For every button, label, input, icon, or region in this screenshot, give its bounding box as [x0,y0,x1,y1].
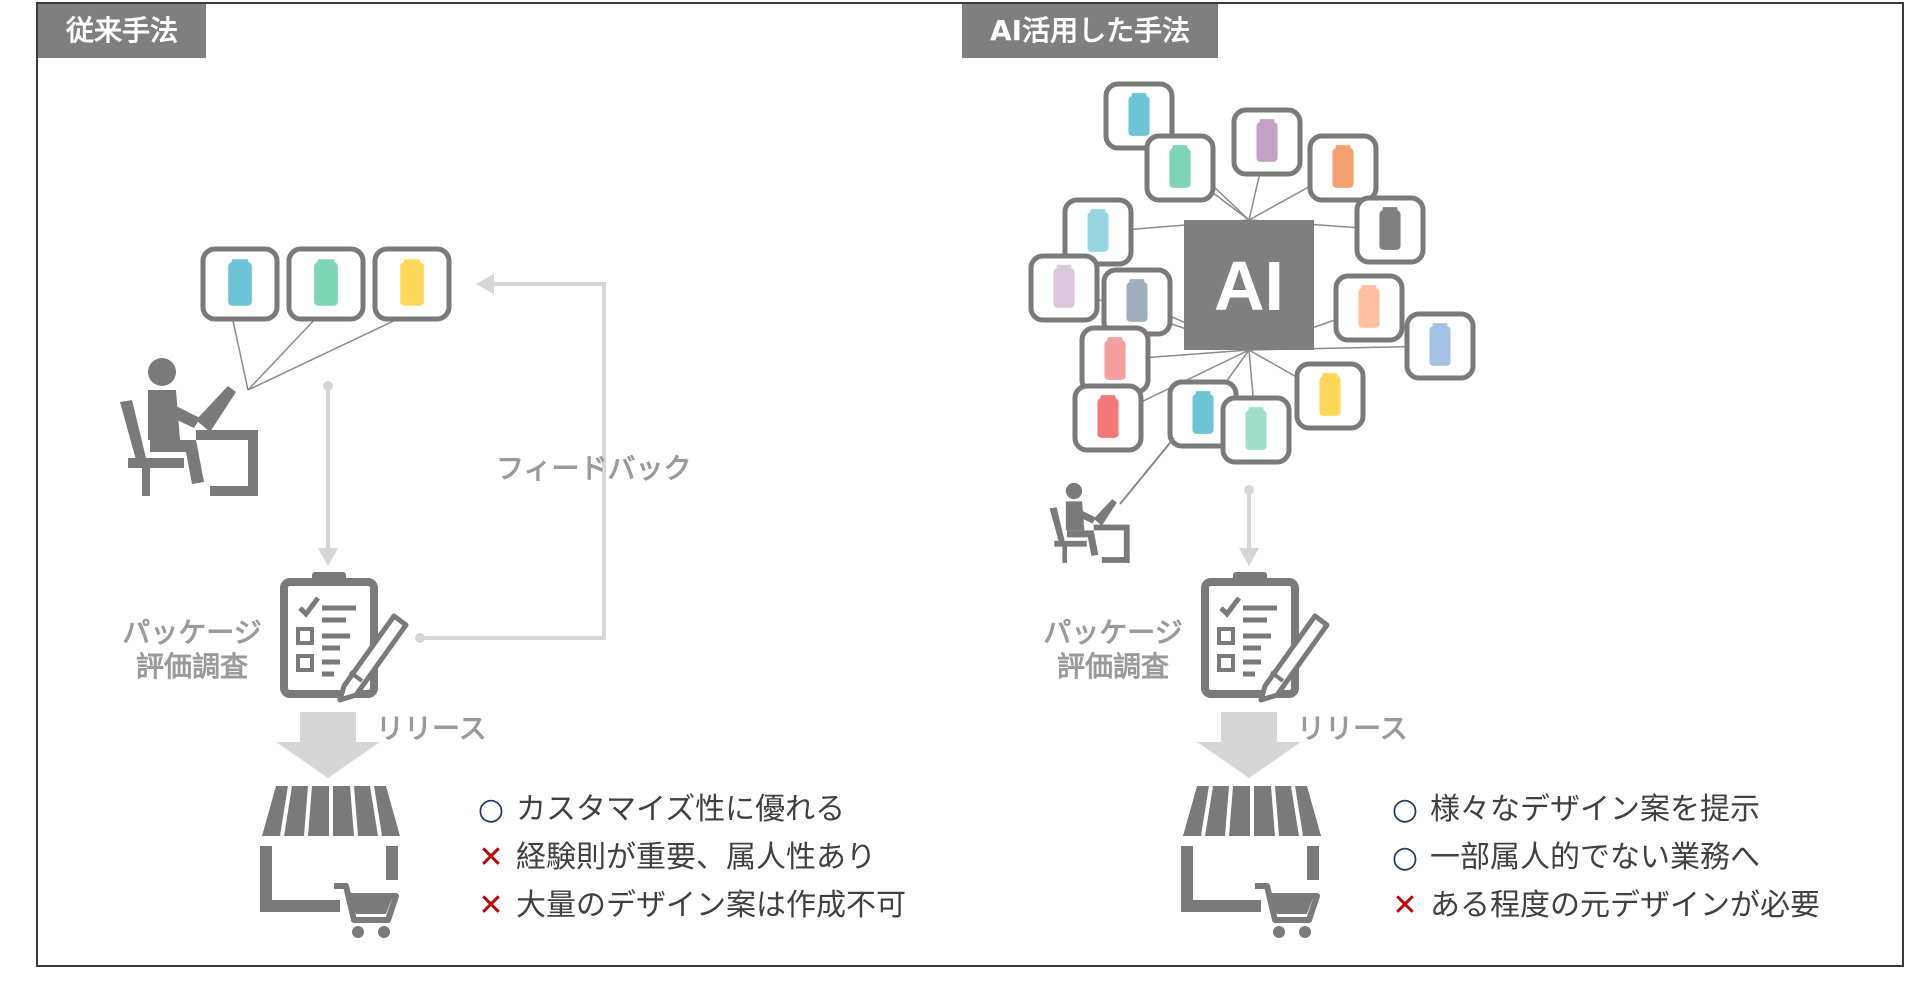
beverage-can-icon [1245,410,1267,450]
beverage-can-icon [400,262,424,306]
point-text: 一部属人的でない業務へ [1430,840,1760,875]
point-mark: ✕ [1392,888,1418,923]
left-points-list: ○ カスタマイズ性に優れる ✕ 経験則が重要、属人性あり ✕ 大量のデザイン案は作成不… [474,786,906,930]
ai-box [1184,220,1314,350]
beverage-can-icon [1097,398,1119,438]
point-mark: ✕ [478,840,504,875]
beverage-can-icon [1126,282,1148,322]
ai-generated-designs [1028,81,1476,465]
release-label-right: リリース [1297,712,1408,745]
designer-small-icon [1049,482,1130,563]
design-card [1101,267,1173,337]
section-tag-left: 従来手法 [38,4,207,58]
beverage-can-icon [1192,394,1214,434]
point-text: ある程度の元デザインが必要 [1430,888,1820,923]
design-card [1103,81,1175,151]
design-card [200,246,280,322]
diagram-frame [36,2,1904,967]
list-item: ○ カスタマイズ性に優れる [474,786,906,834]
survey-label-line2: 評価調査 [135,650,248,683]
survey-label-line1: パッケージ [122,616,262,649]
left-connector-lines [231,315,405,391]
beverage-can-icon [1169,148,1191,188]
flow-line-start [323,381,333,391]
beverage-can-icon [1332,148,1354,188]
flow-arrow-head-right [1239,548,1259,566]
flow-line-start-right [1244,485,1254,495]
design-card [1220,395,1292,465]
design-card [1144,133,1216,203]
feedback-arrow-head [476,274,494,294]
design-card [286,246,366,322]
release-label: リリース [376,712,487,745]
design-card [1079,325,1151,395]
designer-at-desk-icon [120,358,258,496]
point-text: カスタマイズ性に優れる [516,792,846,827]
beverage-can-icon [1319,376,1341,416]
release-arrow-icon [276,712,380,778]
beverage-can-icon [228,262,252,306]
list-item: ✕ ある程度の元デザインが必要 [1388,882,1820,930]
ai-label: AI [1214,247,1284,325]
list-item: ✕ 大量のデザイン案は作成不可 [474,882,906,930]
design-card [1072,383,1144,453]
left-design-candidates [200,246,452,322]
beverage-can-icon [1087,212,1109,252]
design-card [1354,195,1426,265]
design-card [1294,361,1366,431]
point-text: 経験則が重要、属人性あり [516,840,876,875]
point-mark: ○ [1391,792,1419,827]
storefront-icon [262,786,400,938]
design-card [1333,273,1405,343]
survey-label-right-line1: パッケージ [1043,616,1183,649]
right-points-list: ○ 様々なデザイン案を提示 ○ 一部属人的でない業務へ ✕ ある程度の元デザインが必要 [1388,786,1820,930]
design-card [372,246,452,322]
release-arrow-icon-right [1197,712,1301,778]
right-flow [1183,485,1327,938]
design-card [1167,379,1239,449]
design-card [1231,107,1303,177]
flow-arrow-head [318,548,338,566]
point-mark: ○ [477,792,505,827]
design-card [1028,253,1100,323]
feedback-loop-line [422,282,606,640]
point-mark: ✕ [478,888,504,923]
list-item: ○ 一部属人的でない業務へ [1388,834,1820,882]
point-text: 大量のデザイン案は作成不可 [516,888,906,923]
survey-label: パッケージ 評価調査 [112,616,272,684]
beverage-can-icon [314,262,338,306]
feedback-line-start [415,633,425,643]
clipboard-checklist-icon-right [1205,572,1327,700]
beverage-can-icon [1053,268,1075,308]
beverage-can-icon [1379,210,1401,250]
clipboard-checklist-icon [284,572,406,700]
beverage-can-icon [1104,340,1126,380]
list-item: ○ 様々なデザイン案を提示 [1388,786,1820,834]
design-card [1404,311,1476,381]
beverage-can-icon [1429,326,1451,366]
survey-label-right-line2: 評価調査 [1056,650,1169,683]
point-mark: ○ [1391,840,1419,875]
beverage-can-icon [1358,288,1380,328]
beverage-can-icon [1128,96,1150,136]
list-item: ✕ 経験則が重要、属人性あり [474,834,906,882]
designer-to-design-line [1119,437,1175,505]
point-text: 様々なデザイン案を提示 [1430,792,1760,827]
design-card [1307,133,1379,203]
beverage-can-icon [1256,122,1278,162]
storefront-icon-right [1183,786,1321,938]
feedback-label: フィードバック [496,452,692,485]
survey-label-right: パッケージ 評価調査 [1033,616,1193,684]
section-tag-right: AI活用した手法 [962,4,1219,58]
